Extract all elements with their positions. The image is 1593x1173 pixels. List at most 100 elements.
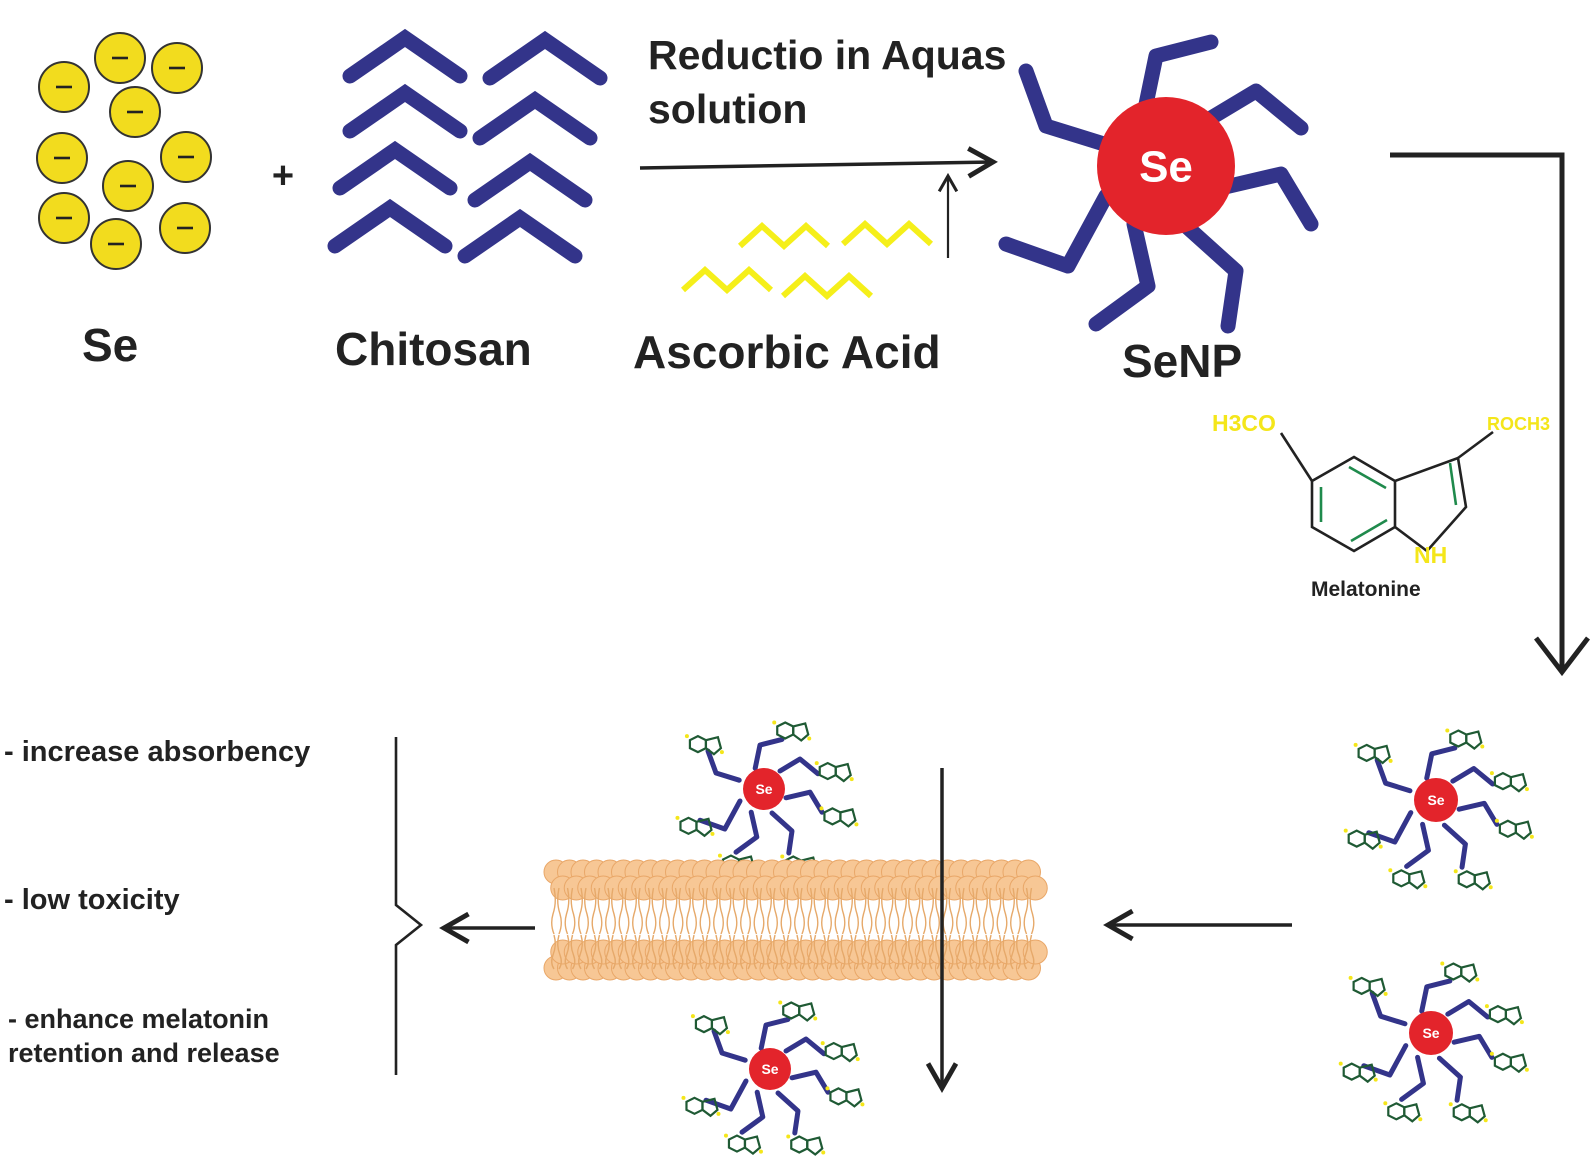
se-core-label: Se: [761, 1061, 778, 1077]
bound-melatonin: [1448, 1102, 1488, 1124]
zigzag-3: [680, 265, 774, 295]
chitosan-arm: [1441, 822, 1468, 870]
senp-particle: Se: [998, 34, 1319, 334]
nanoparticle: Se: [1338, 961, 1529, 1124]
chitosan-arm: [783, 1036, 827, 1057]
benzene-ring: [1310, 455, 1397, 553]
chitosan-chevron: [332, 140, 458, 196]
selenium-ion: [151, 42, 203, 94]
se-core: [743, 768, 785, 810]
bound-melatonin: [684, 734, 724, 756]
bound-melatonin: [1353, 742, 1393, 765]
pyrrole-ring: [1394, 456, 1468, 553]
chitosan-arm: [1088, 216, 1156, 332]
se-label: Se: [82, 319, 139, 371]
chitosan-arm: [769, 810, 795, 856]
chitosan-chevron: [342, 83, 468, 139]
chitosan-arm: [703, 1078, 749, 1112]
benefit-toxicity: - low toxicity: [4, 884, 180, 916]
se-core-label: Se: [1427, 792, 1444, 808]
nanoparticle: Se: [1343, 728, 1534, 891]
senp-label: SeNP: [1122, 335, 1243, 387]
bound-melatonin: [1383, 1101, 1423, 1123]
chitosan-arm: [739, 1089, 766, 1135]
lipid-tails: [551, 887, 1035, 970]
se-core-label: Se: [755, 781, 772, 797]
se-core-label: Se: [1422, 1025, 1439, 1041]
nanoparticle: Se: [681, 1000, 865, 1156]
bound-melatonin: [1494, 818, 1534, 841]
chitosan-arm: [1018, 63, 1112, 152]
bound-melatonin: [675, 815, 715, 838]
selenium-ion: [94, 32, 146, 84]
bound-melatonin: [690, 1014, 730, 1036]
bound-melatonin: [1388, 868, 1428, 890]
benefits-brace: [394, 737, 424, 1075]
bound-melatonin: [1343, 828, 1383, 851]
selenium-ion: [109, 86, 161, 138]
chitosan-arm: [789, 1069, 831, 1095]
selenium-ion: [102, 160, 154, 212]
chitosan-arm: [775, 1090, 801, 1136]
chitosan-arm: [752, 736, 785, 771]
chitosan-chevron: [457, 208, 583, 264]
bound-melatonin: [820, 1041, 860, 1063]
chitosan-arm: [1456, 800, 1500, 827]
chitosan-chevron: [342, 28, 468, 84]
chitosan-chevrons: [327, 28, 608, 264]
se-core: [749, 1048, 791, 1090]
roch3-bond: [1457, 430, 1494, 460]
chitosan-arm: [1419, 978, 1453, 1014]
chitosan-label: Chitosan: [335, 323, 532, 375]
roch3-label: ROCH3: [1487, 414, 1550, 434]
chitosan-arm: [1198, 83, 1309, 136]
bound-melatonin: [772, 720, 812, 742]
ascorbic-acid-zigzags: [680, 219, 934, 301]
chitosan-arm: [1366, 810, 1414, 845]
chitosan-chevron: [472, 90, 598, 146]
selenium-ion: [160, 131, 212, 183]
bound-melatonin: [786, 1134, 826, 1156]
bound-melatonin: [681, 1095, 721, 1118]
chitosan-arm: [1450, 766, 1496, 787]
chitosan-arm: [758, 1016, 791, 1051]
bound-melatonin: [723, 1133, 763, 1155]
nh-label: NH: [1414, 542, 1447, 568]
selenium-ion: [36, 132, 88, 184]
pyrrole-double-bond: [1448, 462, 1458, 506]
melatonin-structure: [1279, 430, 1494, 553]
bound-melatonin: [1348, 975, 1388, 998]
chitosan-arm: [697, 798, 743, 832]
bound-melatonin: [1489, 771, 1529, 793]
chitosan-arm: [705, 748, 742, 783]
lipid-bilayer: [543, 859, 1048, 981]
se-core-label: Se: [1139, 142, 1193, 191]
bound-melatonin: [1445, 728, 1485, 750]
zigzag-4: [780, 271, 874, 301]
selenium-ions: [36, 32, 212, 270]
zigzag-1: [737, 221, 831, 251]
ascorbic-acid-label: Ascorbic Acid: [633, 326, 941, 378]
chitosan-arm: [711, 1028, 748, 1063]
selenium-ion: [159, 202, 211, 254]
lipid-heads: [543, 859, 1048, 981]
bound-melatonin: [1489, 1051, 1529, 1074]
chitosan-arm: [1399, 1054, 1426, 1102]
nanoparticle: Se: [998, 34, 1319, 334]
bound-melatonin: [778, 1000, 818, 1022]
reaction-arrow: [639, 146, 998, 179]
process-label: Reductio in Aquas solution: [648, 32, 1007, 132]
se-core: [1097, 97, 1235, 235]
benzene-double-bonds: [1348, 465, 1387, 490]
chitosan-arm: [1213, 166, 1319, 232]
se-core: [1409, 1011, 1453, 1055]
h3co-label: H3CO: [1212, 410, 1276, 436]
chitosan-arm: [1361, 1043, 1409, 1078]
chitosan-arm: [1445, 999, 1491, 1020]
zigzag-2: [840, 219, 934, 249]
selenium-ion: [38, 61, 90, 113]
bound-melatonin: [819, 806, 859, 828]
